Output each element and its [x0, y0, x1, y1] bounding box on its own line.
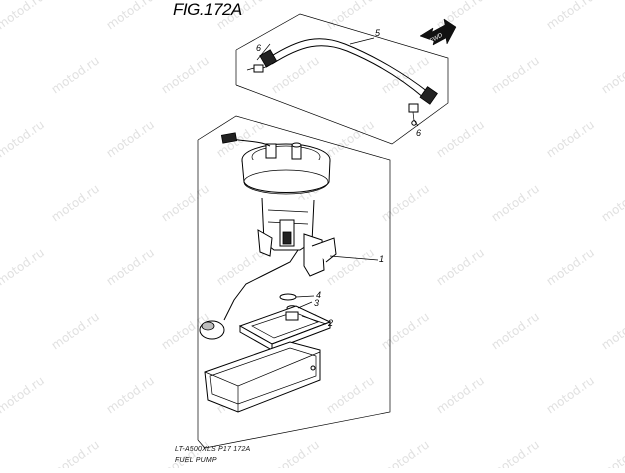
watermark-text: motod.ru [0, 117, 47, 160]
callout-6-right: 6 [416, 128, 421, 138]
assembly-panel [197, 115, 391, 449]
watermark-text: motod.ru [599, 53, 625, 96]
watermark-text: motod.ru [599, 437, 625, 468]
watermark-text: motod.ru [544, 245, 597, 288]
watermark-text: motod.ru [159, 53, 212, 96]
fuel-level-float [199, 320, 225, 340]
hose-clamp-left [246, 64, 269, 73]
watermark-text: motod.ru [544, 373, 597, 416]
watermark-text: motod.ru [379, 309, 432, 352]
watermark-text: motod.ru [104, 0, 157, 32]
watermark-text: motod.ru [104, 245, 157, 288]
watermark-text: motod.ru [159, 181, 212, 224]
watermark-text: motod.ru [489, 309, 542, 352]
watermark-text: motod.ru [599, 181, 625, 224]
watermark-text: motod.ru [489, 53, 542, 96]
watermark-text: motod.ru [49, 309, 102, 352]
group-name: FUEL PUMP [175, 457, 217, 464]
watermark-text: motod.ru [214, 245, 267, 288]
watermark-text: motod.ru [434, 373, 487, 416]
watermark-text: motod.ru [544, 0, 597, 32]
watermark-text: motod.ru [379, 53, 432, 96]
callout-2: 2 [327, 318, 333, 328]
callout-6-left: 6 [256, 43, 261, 53]
watermark-text: motod.ru [104, 373, 157, 416]
callout-3: 3 [314, 298, 319, 308]
watermark-text: motod.ru [104, 117, 157, 160]
watermark-text: motod.ru [324, 373, 377, 416]
watermark-text: motod.ru [599, 309, 625, 352]
watermark-text: motod.ru [489, 181, 542, 224]
callout-4: 4 [316, 290, 321, 300]
callout-1: 1 [379, 254, 384, 264]
watermark-text: motod.ru [49, 53, 102, 96]
callout-leaders [256, 37, 419, 325]
callout-5: 5 [375, 28, 381, 38]
hose-panel [235, 13, 449, 145]
watermark-text: motod.ru [49, 437, 102, 468]
watermark-text: motod.ru [379, 181, 432, 224]
hose-clamp-right [408, 103, 419, 126]
watermark-text: motod.ru [269, 437, 322, 468]
fuel-pump-tray [204, 341, 321, 413]
watermark-text: motod.ru [0, 245, 47, 288]
fuel-pump-assembly [199, 132, 337, 340]
watermark-text: motod.ru [544, 117, 597, 160]
model-code: LT-A500XLS P17 172A [175, 446, 251, 453]
watermark-text: motod.ru [0, 373, 47, 416]
figure-title: FIG.172A [173, 0, 242, 19]
watermark-text: motod.ru [324, 0, 377, 32]
watermark-text: motod.ru [489, 437, 542, 468]
fuel-hose [259, 38, 438, 105]
o-ring [279, 293, 297, 301]
watermark-text: motod.ru [0, 0, 47, 32]
watermark-text: motod.ru [269, 53, 322, 96]
watermark-text: motod.ru [49, 181, 102, 224]
watermark-text: motod.ru [434, 245, 487, 288]
watermark-text: motod.ru [434, 117, 487, 160]
watermark-text: motod.ru [379, 437, 432, 468]
